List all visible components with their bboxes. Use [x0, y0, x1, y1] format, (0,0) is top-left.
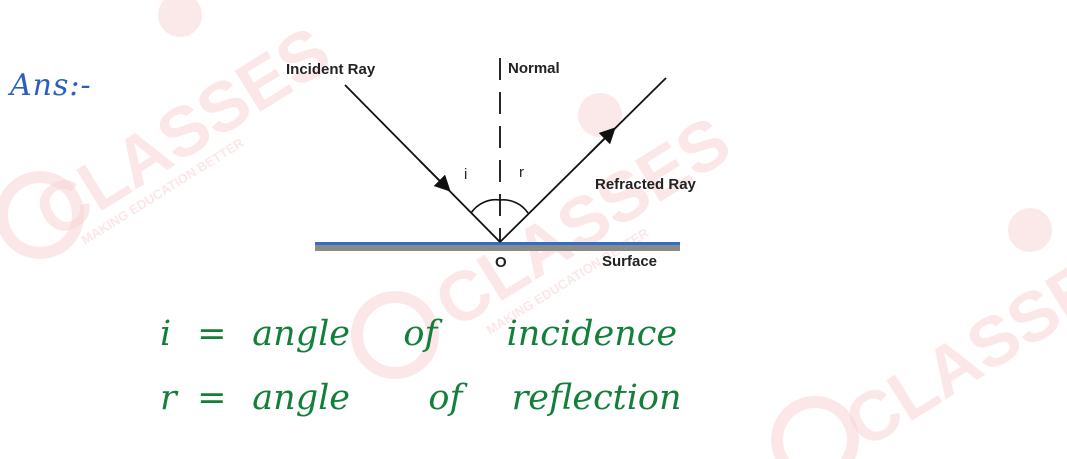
answer-label: Ans:-	[10, 68, 92, 103]
angle-i-arc	[470, 198, 501, 214]
note-word: incidence	[506, 314, 678, 354]
diagram-svg	[315, 58, 680, 251]
note-word: angle	[252, 314, 351, 354]
point-o-label: O	[495, 254, 507, 271]
note-angle-of-reflection: r = angle of reflection	[160, 378, 682, 418]
reflected-ray-label: Refracted Ray	[595, 176, 696, 193]
surface-gray-line	[315, 245, 680, 251]
normal-label: Normal	[508, 60, 560, 77]
note-symbol: r	[160, 378, 177, 418]
incident-arrow	[419, 160, 451, 192]
surface-blue-line	[315, 242, 680, 245]
note-word: of	[428, 378, 463, 418]
surface-label: Surface	[602, 253, 658, 270]
note-word: of	[403, 314, 438, 354]
angle-r-arc	[499, 199, 529, 214]
angle-i-label: i	[464, 166, 468, 183]
angle-r-label: r	[519, 164, 524, 181]
note-equals: =	[197, 314, 227, 354]
incident-ray-label: Incident Ray	[286, 61, 376, 78]
watermark-tagline: MAKING EDUCATION BETTER	[79, 135, 247, 248]
note-angle-of-incidence: i = angle of incidence	[160, 314, 677, 354]
reflected-ray	[499, 77, 667, 243]
watermark-text: CLASSES	[832, 221, 1067, 459]
note-word: reflection	[511, 378, 682, 418]
note-equals: =	[197, 378, 227, 418]
reflected-arrow	[587, 127, 616, 156]
reflection-diagram: Incident Ray Normal Refracted Ray i r O …	[270, 40, 740, 280]
note-word: angle	[252, 378, 351, 418]
note-symbol: i	[160, 314, 172, 354]
